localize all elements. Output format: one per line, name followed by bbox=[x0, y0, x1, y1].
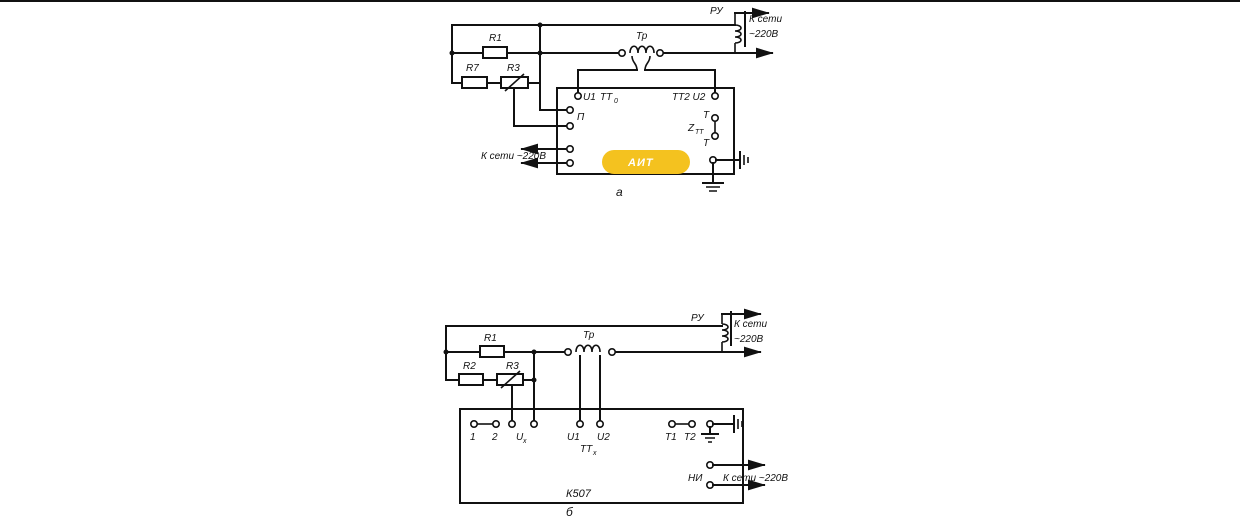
b-mains-top-line1: К сети bbox=[734, 319, 767, 330]
a-ground-bottom bbox=[702, 162, 724, 184]
b-tp-secondary-wires bbox=[579, 355, 601, 421]
a-mains-top-line2: ~220В bbox=[749, 29, 779, 40]
b-resistor-r1 bbox=[479, 345, 505, 358]
b-ttx-label: ТТ bbox=[580, 444, 593, 455]
a-tp-terminal-left bbox=[617, 48, 626, 57]
a-wire-u1 bbox=[539, 82, 571, 111]
a-t-top-label: Т bbox=[703, 110, 710, 121]
b-terminal-2-label: 2 bbox=[491, 432, 498, 443]
a-t-bottom-label: Т bbox=[703, 138, 710, 149]
b-terminal-2 bbox=[491, 419, 500, 428]
b-terminal-u1 bbox=[575, 419, 584, 428]
a-terminal-t-bottom bbox=[710, 132, 719, 141]
b-tp-terminal-right bbox=[607, 347, 616, 356]
b-mains-top-line2: ~220В bbox=[734, 334, 764, 345]
a-resistor-r7 bbox=[461, 76, 488, 89]
a-ztt-sub: ТТ bbox=[695, 129, 704, 136]
b-u1-label: U1 bbox=[567, 432, 580, 443]
b-regulator-label: РУ bbox=[691, 313, 705, 324]
a-u1-label: U1 bbox=[583, 92, 596, 103]
b-r1-label: R1 bbox=[484, 333, 497, 344]
b-resistor-r2 bbox=[458, 373, 484, 386]
b-ground-right-plates bbox=[737, 419, 743, 429]
b-junction-left bbox=[443, 349, 449, 355]
a-terminal-mains-2 bbox=[565, 159, 574, 168]
a-junction-right bbox=[537, 50, 543, 56]
diagram-a: R1 R7 R3 Тр РУ К сети ~220В U1 ТТ 0 bbox=[449, 6, 782, 199]
a-mains-left-label: К сети ~220В bbox=[481, 151, 546, 162]
b-ni-label: НИ bbox=[688, 473, 703, 484]
b-t1-label: Т1 bbox=[665, 432, 677, 443]
a-terminal-t-top bbox=[710, 114, 719, 123]
a-resistor-r1 bbox=[482, 46, 508, 59]
b-ux-sub: x bbox=[522, 438, 527, 445]
b-ground-inner bbox=[701, 426, 719, 435]
a-tp-secondary-wires bbox=[577, 69, 716, 93]
b-terminal-ux-1 bbox=[507, 419, 516, 428]
a-wire-p bbox=[513, 87, 571, 127]
b-r2-label: R2 bbox=[463, 361, 476, 372]
a-p-label: П bbox=[577, 112, 585, 123]
a-junction-left bbox=[449, 50, 455, 56]
b-terminal-1 bbox=[469, 419, 478, 428]
b-t2-label: Т2 bbox=[684, 432, 696, 443]
a-terminal-u1 bbox=[573, 92, 582, 101]
b-terminal-u2 bbox=[595, 419, 604, 428]
b-u2-label: U2 bbox=[597, 432, 610, 443]
a-ztt-label: Z bbox=[687, 123, 695, 134]
b-terminal-ux-2 bbox=[529, 419, 538, 428]
b-terminal-1-label: 1 bbox=[470, 432, 476, 443]
a-terminal-u2 bbox=[710, 92, 719, 101]
a-caption: а bbox=[616, 185, 623, 199]
a-terminal-mains-1 bbox=[565, 145, 574, 154]
a-junction-top bbox=[537, 22, 543, 28]
b-r3-wiper bbox=[500, 370, 521, 389]
b-k507-box bbox=[459, 408, 744, 504]
a-tp-label: Тр bbox=[636, 31, 648, 42]
a-tt0-label: ТТ bbox=[600, 92, 613, 103]
b-tp-label: Тр bbox=[583, 330, 595, 341]
a-terminal-p bbox=[565, 122, 574, 131]
a-ground-bottom-plates bbox=[706, 186, 720, 192]
a-terminal-u1-side bbox=[565, 106, 574, 115]
b-r3-label: R3 bbox=[506, 361, 519, 372]
b-terminal-t2 bbox=[687, 419, 696, 428]
b-terminal-t1 bbox=[667, 419, 676, 428]
a-tt2u2-label: ТТ2 U2 bbox=[672, 92, 706, 103]
b-tp-coil-primary bbox=[575, 344, 601, 353]
a-regulator-label: РУ bbox=[710, 6, 724, 17]
diagram-b: R1 R2 R3 Тр РУ К сети ~220В 1 2 bbox=[443, 308, 788, 519]
a-ground-right bbox=[715, 151, 741, 169]
a-tp-terminal-right bbox=[655, 48, 664, 57]
a-r1-label: R1 bbox=[489, 33, 502, 44]
b-ux-label: U bbox=[516, 432, 524, 443]
a-ait-label: АИТ bbox=[627, 157, 654, 169]
b-regulator-coil bbox=[721, 314, 729, 352]
a-mains-top-line1: К сети bbox=[749, 14, 782, 25]
a-r7-label: R7 bbox=[466, 63, 479, 74]
a-r7-r3-branch bbox=[451, 24, 541, 84]
b-mains-right-label: К сети ~220В bbox=[723, 473, 788, 484]
a-regulator-coil bbox=[734, 13, 742, 53]
a-tt0-sub: 0 bbox=[614, 98, 618, 105]
a-r3-label: R3 bbox=[507, 63, 520, 74]
b-ground-right bbox=[712, 415, 735, 433]
b-tp-terminal-left bbox=[563, 347, 572, 356]
a-ait-highlight bbox=[602, 150, 690, 174]
a-tp-coil-secondary bbox=[631, 55, 651, 71]
b-ttx-sub: x bbox=[592, 450, 597, 457]
top-rule bbox=[0, 0, 1240, 2]
b-k507-label: К507 bbox=[566, 488, 592, 500]
b-caption: б bbox=[566, 505, 574, 519]
a-tp-coil-primary bbox=[629, 45, 655, 54]
a-ground-right-plates bbox=[743, 155, 749, 165]
b-ground-inner-plates bbox=[705, 437, 715, 443]
a-r3-wiper bbox=[504, 73, 525, 92]
